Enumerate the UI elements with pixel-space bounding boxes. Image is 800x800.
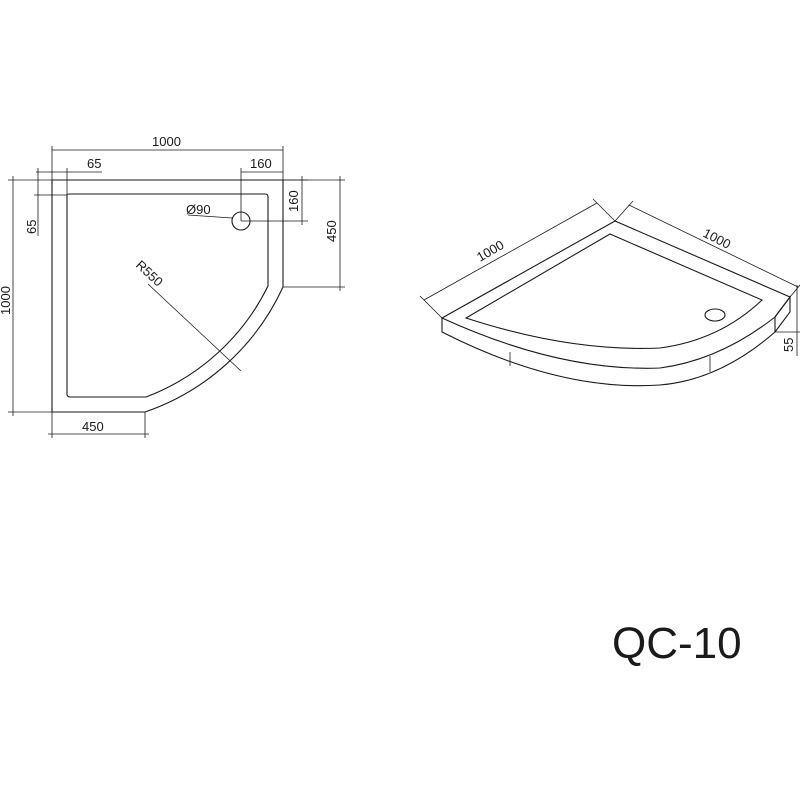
iso-drain — [704, 308, 726, 322]
dim-rim-top: 65 — [87, 156, 101, 171]
tray-inner-rim — [66, 193, 269, 398]
plan-view: 1000 65 160 160 450 1000 65 450 — [0, 134, 345, 438]
dim-drain-offset-y: 160 — [286, 190, 301, 212]
dim-overall-width: 1000 — [152, 134, 181, 149]
iso-inner-basin — [464, 233, 763, 349]
iso-top-outline — [440, 220, 791, 369]
dim-rim-left: 65 — [24, 220, 39, 234]
dim-overall-height: 1000 — [0, 286, 13, 315]
dim-straight-right: 450 — [324, 220, 339, 242]
iso-dim-height: 55 — [781, 338, 796, 352]
dim-drain-diameter: Ø90 — [186, 202, 211, 217]
dim-drain-offset-x: 160 — [250, 156, 272, 171]
iso-view: 1000 1000 55 — [419, 198, 800, 387]
tray-outline — [51, 179, 284, 413]
iso-front-face — [441, 317, 776, 387]
iso-dim-side-a: 1000 — [474, 237, 507, 264]
model-code: QC-10 — [612, 619, 742, 668]
dim-straight-bottom: 450 — [82, 419, 104, 434]
dim-radius: R550 — [133, 257, 166, 289]
